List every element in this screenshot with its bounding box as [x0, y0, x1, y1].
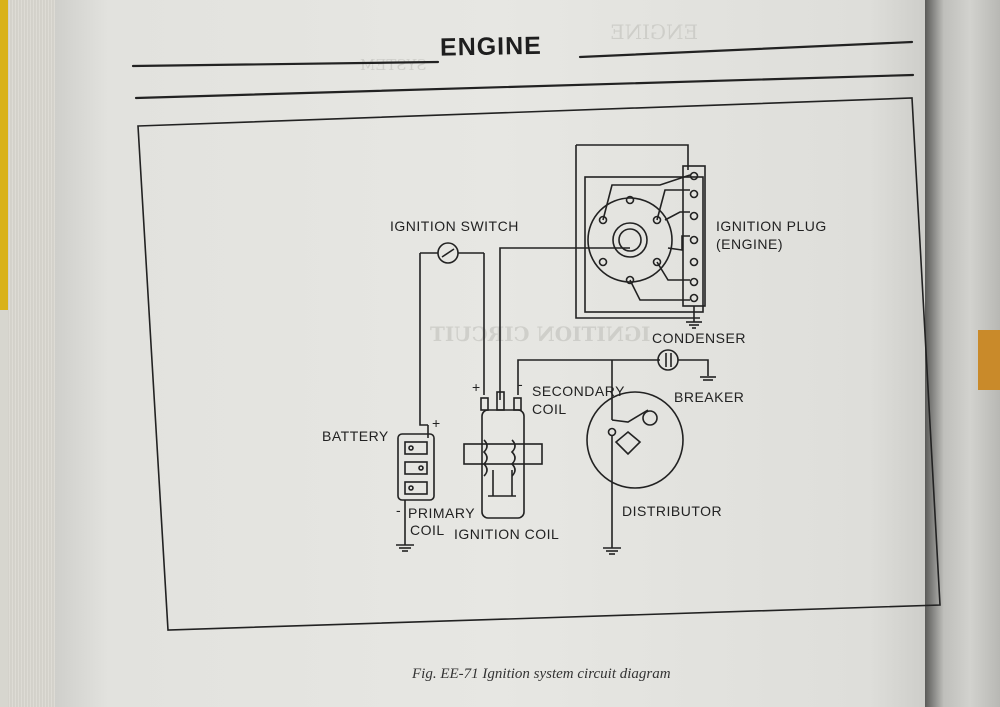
label-secondary-coil-2: COIL	[532, 401, 567, 417]
coil-mounting-bracket	[463, 443, 543, 465]
label-primary-coil: PRIMARY	[408, 505, 476, 521]
header-rule-top-left	[131, 60, 440, 68]
distributor-rotor-disc	[587, 197, 673, 283]
label-distributor: DISTRIBUTOR	[622, 503, 723, 519]
plug-terminal	[689, 211, 699, 221]
label-battery: BATTERY	[322, 428, 389, 444]
rotor-center	[612, 222, 648, 258]
breaker-arm	[611, 409, 649, 423]
battery-symbol	[397, 433, 435, 501]
plug-terminal	[689, 171, 699, 181]
wire-switch-battery	[419, 253, 428, 426]
page-tab	[978, 330, 1000, 390]
plug-terminal	[689, 235, 699, 245]
label-battery-plus: +	[432, 415, 441, 431]
label-condenser: CONDENSER	[652, 330, 746, 346]
plug-terminal	[689, 277, 699, 287]
plug-terminal	[689, 189, 699, 199]
label-coil-minus: -	[518, 376, 524, 392]
label-ignition-plug-engine: (ENGINE)	[716, 236, 783, 252]
label-ignition-switch: IGNITION SWITCH	[390, 218, 519, 234]
label-breaker: BREAKER	[674, 389, 745, 405]
header-rule-bottom	[134, 73, 915, 100]
label-ignition-plug: IGNITION PLUG	[716, 218, 827, 234]
label-secondary-coil: SECONDARY	[532, 383, 625, 399]
label-battery-minus: -	[396, 502, 402, 518]
label-primary-coil-2: COIL	[410, 522, 445, 538]
figure-frame	[137, 97, 941, 631]
distributor-cap-outline	[575, 145, 700, 319]
high-tension-lead	[499, 247, 630, 400]
secondary-winding	[510, 439, 516, 477]
figure-caption: Fig. EE-71 Ignition system circuit diagr…	[412, 666, 671, 682]
label-ignition-coil: IGNITION COIL	[454, 526, 560, 542]
header-rule-top-right	[578, 40, 914, 59]
plug-terminal	[689, 293, 699, 303]
book-page	[55, 0, 940, 707]
primary-winding	[482, 439, 488, 477]
distributor-cap-body	[584, 176, 704, 313]
label-coil-plus: +	[472, 379, 481, 395]
distributor-breaker-housing	[586, 391, 684, 489]
plug-terminal	[689, 257, 699, 267]
condenser-symbol	[657, 349, 679, 371]
